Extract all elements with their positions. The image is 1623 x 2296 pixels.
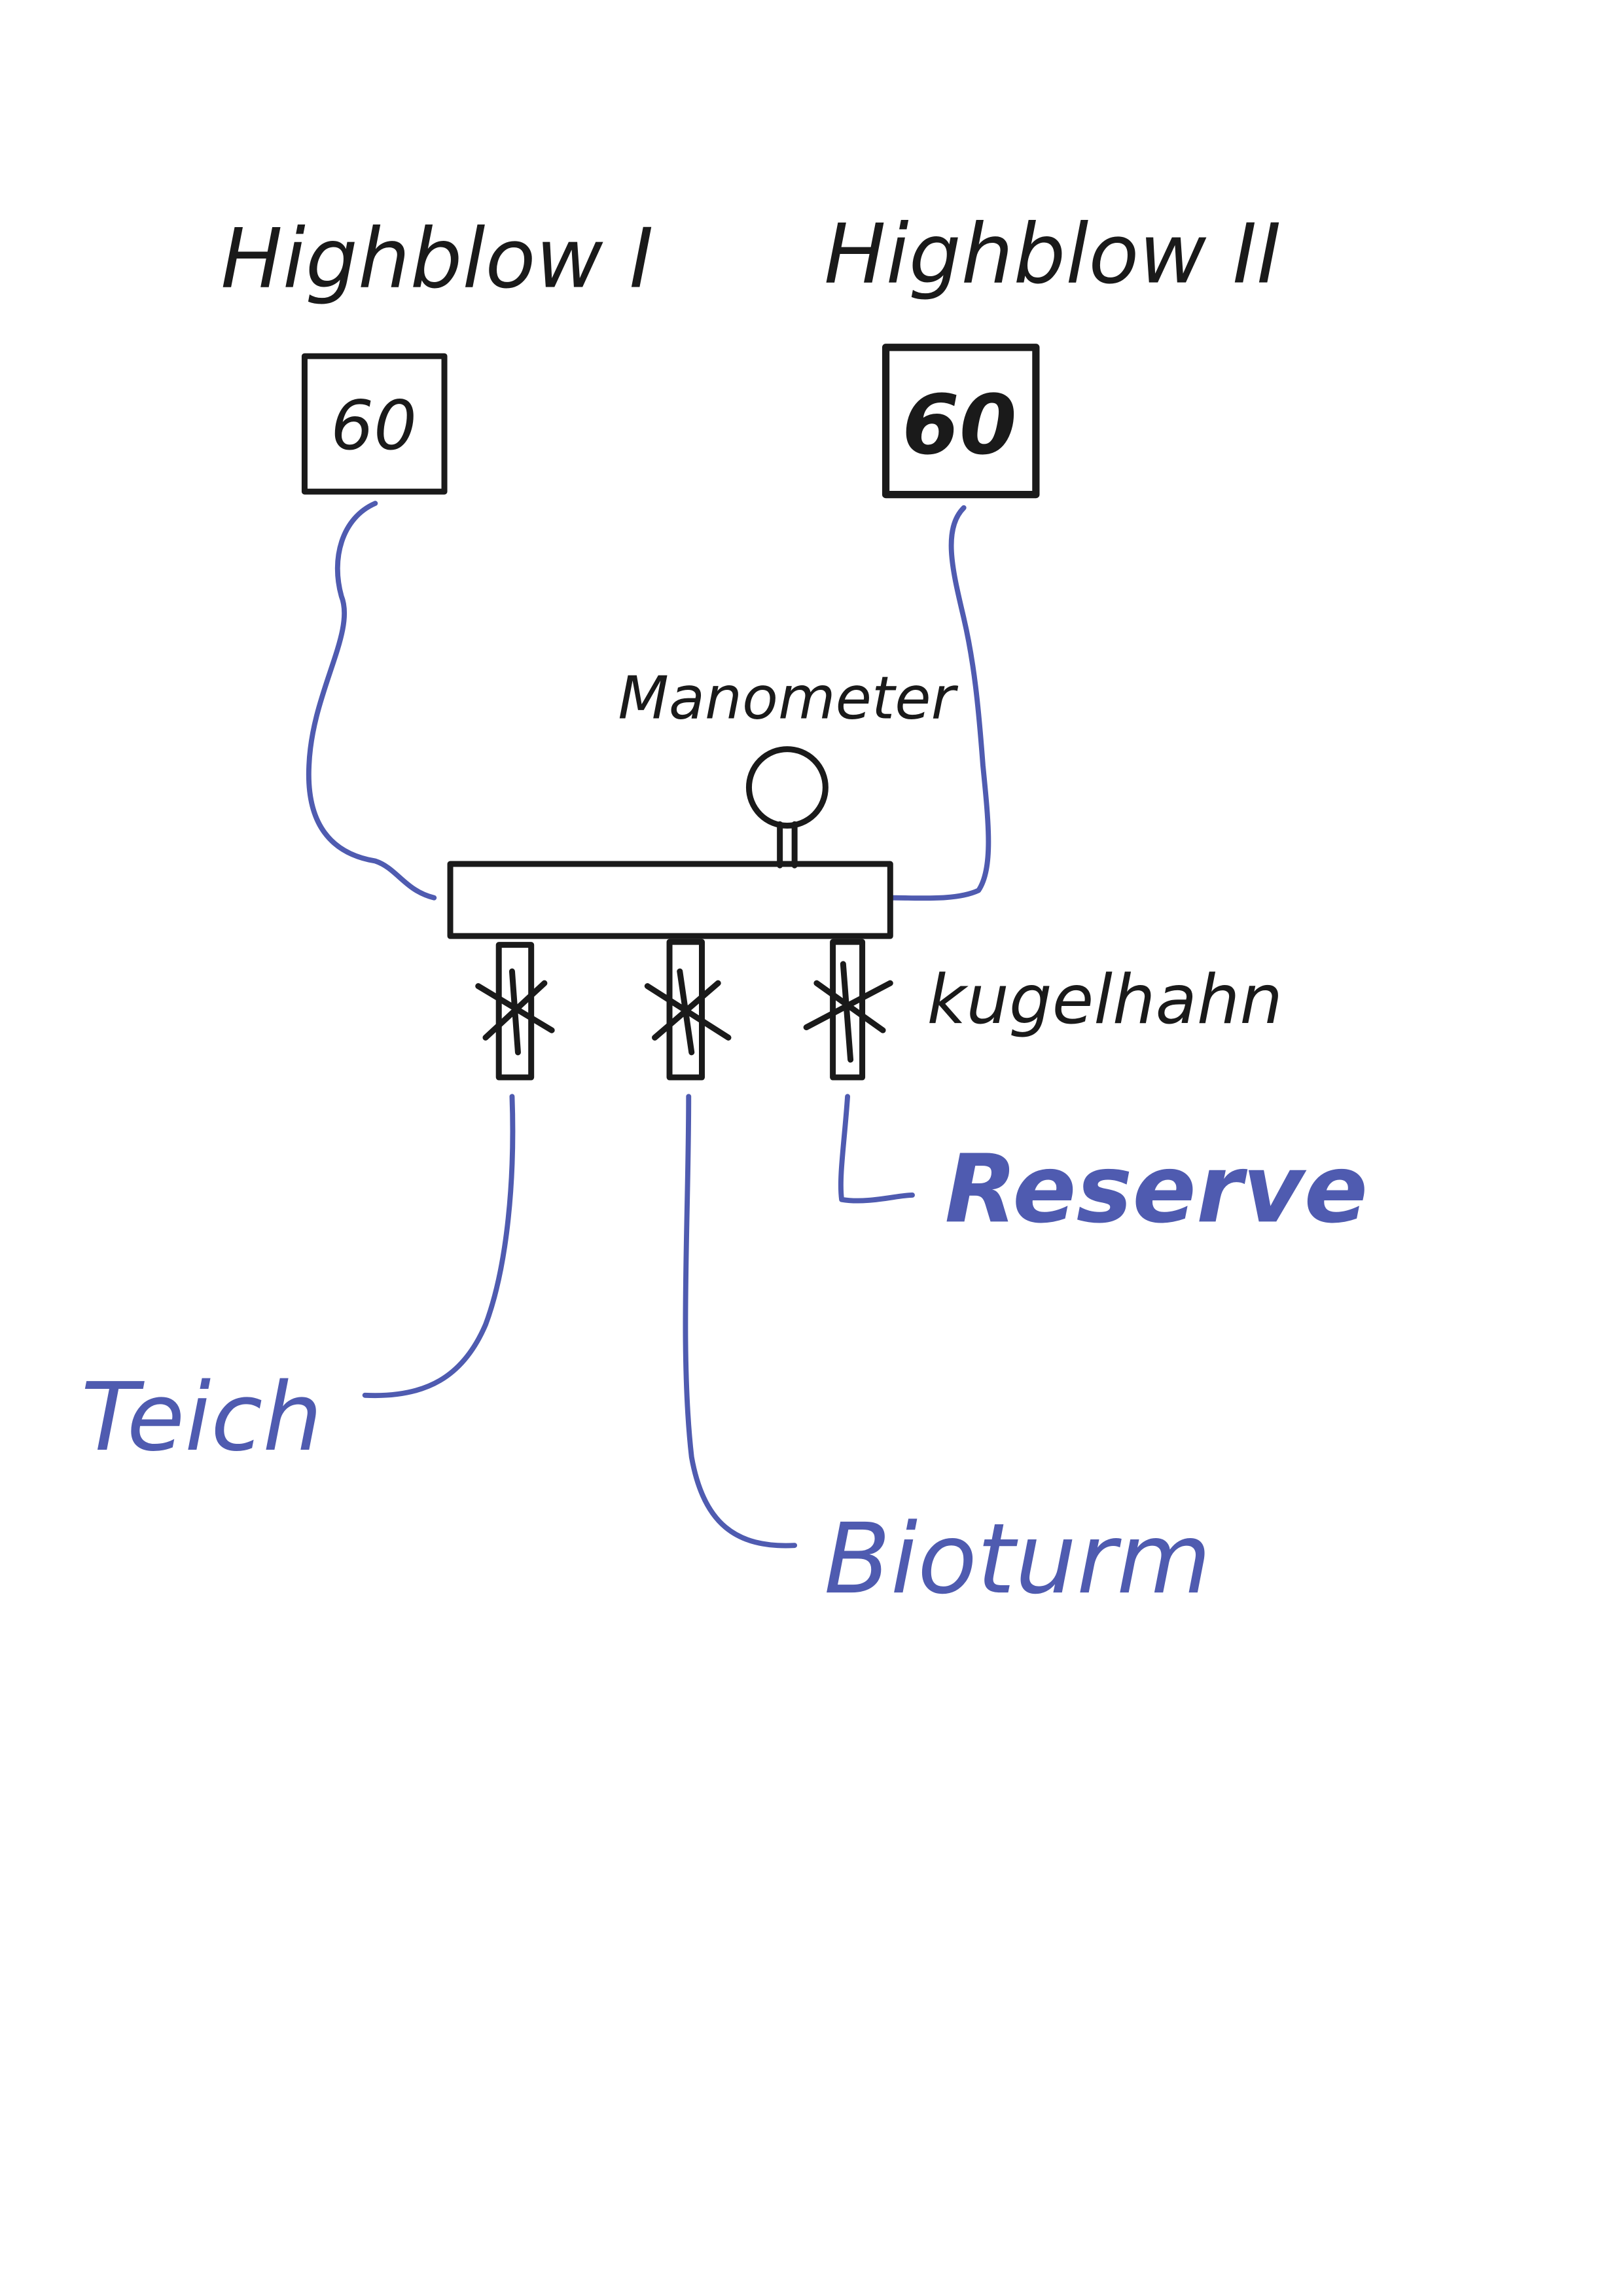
pump-2-label: Highblow II	[824, 206, 1281, 302]
pump-1-label: Highblow I	[221, 210, 653, 306]
outlet-teich-label: Teich	[81, 1362, 323, 1472]
pump-1-box	[301, 353, 448, 495]
valve-1	[475, 942, 555, 1081]
hose-outlet-bioturm	[683, 1094, 798, 1549]
manometer-stem	[777, 821, 798, 869]
hose-outlet-reserve	[838, 1094, 915, 1204]
pump-2-value: 60	[902, 377, 1016, 473]
manifold-bar	[447, 861, 893, 939]
pump-1-value: 60	[330, 387, 417, 465]
valve-2	[644, 939, 732, 1081]
hose-outlet-teich	[362, 1094, 516, 1399]
hose-pump-2	[890, 505, 991, 901]
outlet-reserve-label: Reserve	[944, 1134, 1368, 1244]
valve-label: kugelhahn	[927, 961, 1283, 1039]
pump-2-box	[882, 344, 1040, 499]
manometer-gauge-icon	[745, 746, 829, 829]
outlet-bioturm-label: Bioturm	[824, 1502, 1211, 1615]
manometer-label: Manometer	[618, 664, 958, 732]
hose-pump-1	[306, 501, 437, 901]
valve-3	[803, 939, 893, 1081]
